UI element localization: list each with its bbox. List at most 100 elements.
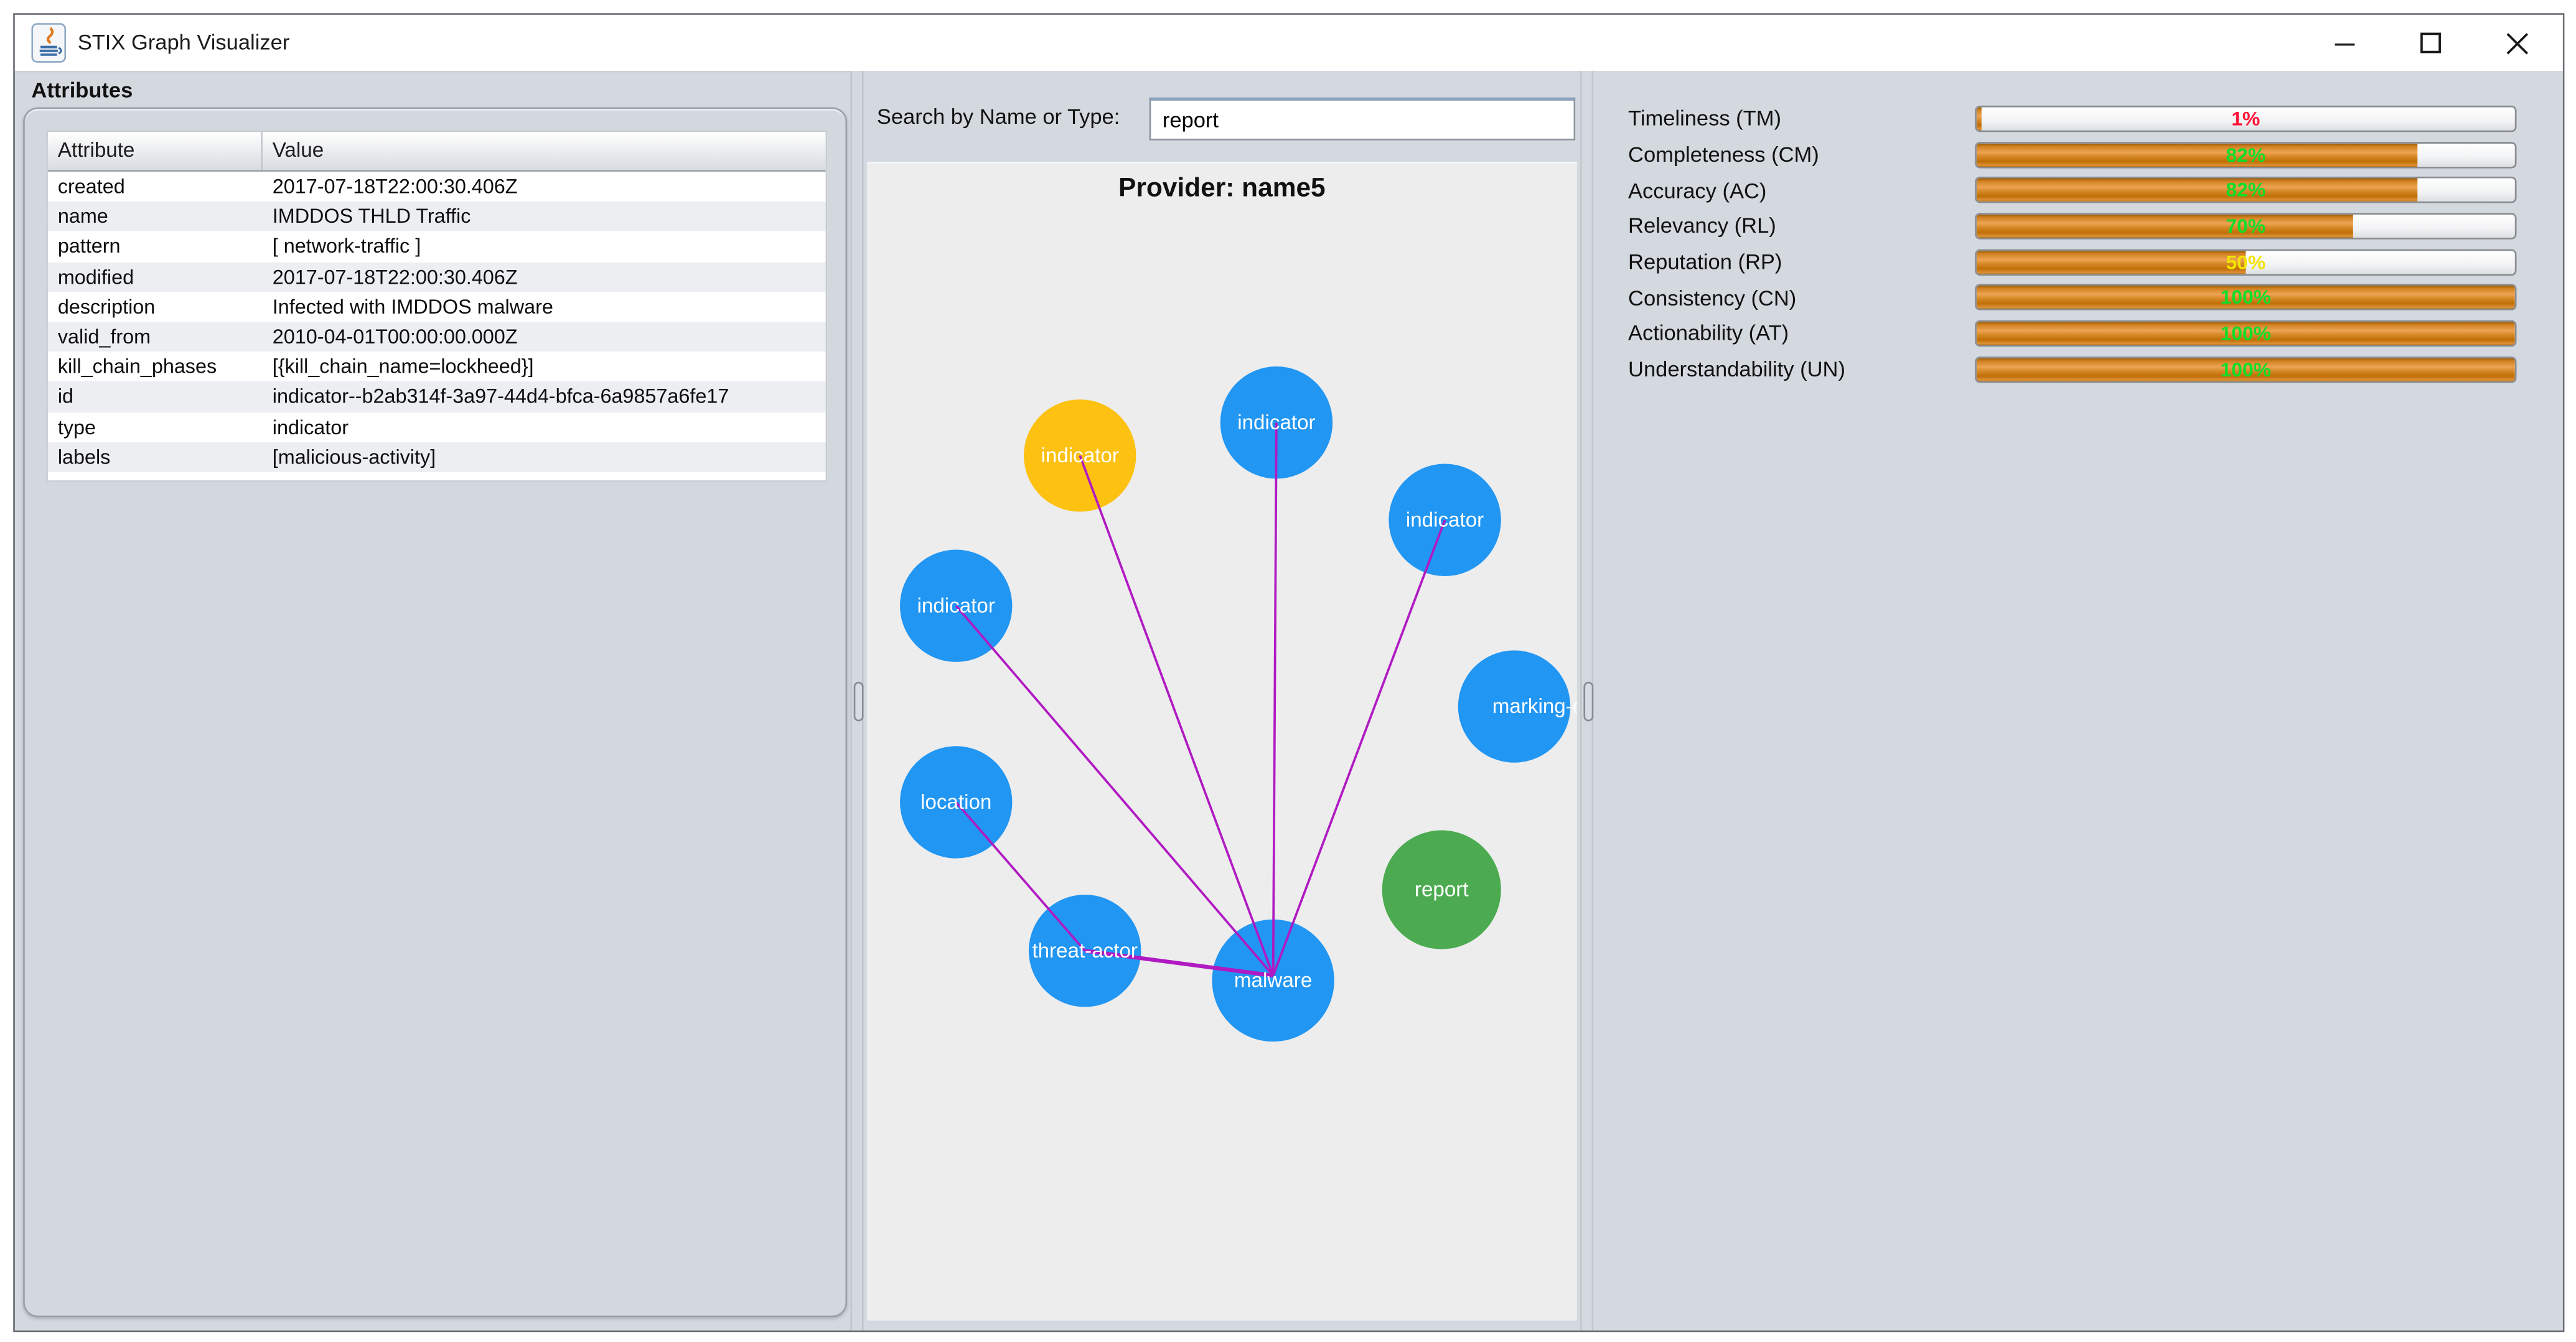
metric-progress-fill — [1976, 286, 2515, 309]
value-cell: 2017-07-18T22:00:30.406Z — [272, 175, 518, 198]
value-cell: [ network-traffic ] — [272, 235, 421, 258]
graph-node-label: report — [1414, 878, 1469, 902]
attribute-cell: pattern — [57, 235, 121, 258]
metric-progress-bar: 1% — [1975, 105, 2517, 132]
attributes-table-header: Attribute Value — [47, 132, 826, 172]
metric-percent-text: 82% — [2226, 142, 2266, 166]
graph-node-label: location — [920, 790, 992, 814]
metric-percent-text: 82% — [2226, 179, 2266, 202]
split-divider-left[interactable] — [850, 71, 864, 1331]
split-divider-right[interactable] — [1580, 71, 1594, 1331]
split-divider-handle[interactable] — [853, 681, 864, 722]
metric-label: Reputation (RP) — [1628, 249, 1782, 274]
attribute-cell: name — [57, 205, 108, 228]
table-row[interactable]: pattern [ network-traffic ] — [47, 231, 826, 262]
metric-row: Accuracy (AC)82% — [1593, 172, 2562, 208]
metric-row: Understandability (UN) 100% — [1593, 352, 2562, 388]
attribute-cell: id — [57, 385, 74, 409]
value-cell: 2017-07-18T22:00:30.406Z — [272, 265, 518, 289]
title-bar: STIX Graph Visualizer — [14, 14, 2563, 73]
table-row[interactable]: id indicator--b2ab314f-3a97-44d4-bfca-6a9… — [47, 381, 826, 412]
table-row[interactable]: labels [malicious-activity] — [47, 442, 826, 472]
metric-row: Completeness (CM) 82% — [1593, 136, 2562, 172]
table-row[interactable]: kill_chain_phases [{kill_chain_name=lockh… — [47, 352, 826, 382]
graph-node-marking[interactable] — [1458, 650, 1571, 763]
graph-node-label: indicator — [1041, 444, 1119, 467]
main-content: Attributes Attribute Value created 2017-0… — [15, 71, 2563, 1331]
metric-progress-fill — [1976, 322, 2515, 345]
metric-percent-text: 50% — [2226, 250, 2266, 274]
graph-node-label: marking-de — [1492, 694, 1577, 719]
close-icon — [2506, 32, 2527, 54]
metric-row: Timeliness (TM) 1% — [1593, 101, 2562, 137]
metric-progress-fill — [1976, 357, 2515, 381]
attribute-cell: kill_chain_phases — [57, 355, 217, 378]
maximize-button[interactable] — [2388, 15, 2474, 71]
graph-edge-indicator-amber-to-malware — [1079, 455, 1275, 976]
app-window: STIX Graph Visualizer — [13, 13, 2565, 1333]
search-label: Search by Name or Type: — [876, 104, 1120, 129]
metric-percent-text: 100% — [2220, 322, 2272, 345]
attributes-panel-title: Attributes — [31, 77, 133, 103]
metric-row: Relevancy (RL) 70% — [1593, 208, 2562, 244]
metric-percent-text: 100% — [2220, 357, 2272, 381]
table-row[interactable]: modified 2017-07-18T22:00:30.406Z — [47, 261, 826, 292]
value-cell: [{kill_chain_name=lockheed}] — [272, 355, 534, 378]
metric-percent-text: 70% — [2226, 214, 2266, 238]
java-app-icon — [31, 23, 67, 63]
metric-progress-bar: 82% — [1975, 141, 2517, 168]
metric-row: Actionability (AT)100% — [1593, 315, 2562, 352]
metric-progress-bar: 50% — [1975, 248, 2517, 276]
search-input[interactable] — [1149, 97, 1576, 141]
attribute-cell: created — [57, 175, 125, 198]
attributes-panel: Attributes Attribute Value created 2017-0… — [15, 71, 851, 1330]
metric-percent-text: 1% — [2231, 107, 2260, 131]
metric-progress-fill — [1976, 250, 2246, 274]
table-row[interactable]: valid_from 2010-04-01T00:00:00.000Z — [47, 322, 826, 352]
metric-progress-fill — [1976, 107, 1982, 131]
close-button[interactable] — [2473, 15, 2559, 71]
metric-progress-bar: 100% — [1975, 284, 2517, 311]
value-cell: [malicious-activity] — [272, 445, 436, 468]
metric-progress-fill — [1976, 179, 2419, 202]
value-cell: indicator — [272, 415, 349, 439]
graph-node-label: malware — [1234, 969, 1313, 992]
metric-progress-fill — [1976, 214, 2354, 238]
table-row[interactable]: name IMDDOS THLD Traffic — [47, 202, 826, 232]
graph-edge-indicator-top-to-malware — [1272, 422, 1278, 976]
metric-label: Relevancy (RL) — [1628, 213, 1776, 239]
column-header-attribute[interactable]: Attribute — [48, 132, 263, 170]
metric-row: Consistency (CN)100% — [1593, 280, 2562, 316]
maximize-icon — [2420, 32, 2441, 54]
table-row[interactable]: created 2017-07-18T22:00:30.406Z — [47, 171, 826, 202]
metrics-panel: Timeliness (TM)1%Completeness (CM)82%Acc… — [1593, 71, 2563, 1331]
attribute-cell: labels — [57, 445, 111, 468]
attribute-cell: modified — [57, 265, 134, 289]
value-cell: 2010-04-01T00:00:00.000Z — [272, 325, 518, 348]
metric-label: Completeness (CM) — [1628, 142, 1819, 167]
attribute-cell: description — [57, 295, 156, 319]
graph-node-label: threat-actor — [1032, 939, 1138, 962]
column-header-value[interactable]: Value — [272, 138, 324, 162]
window-title: STIX Graph Visualizer — [77, 29, 290, 55]
attributes-table-body: created 2017-07-18T22:00:30.406Z name IMDDO… — [47, 171, 826, 472]
metric-progress-bar: 100% — [1975, 356, 2517, 383]
value-cell: indicator--b2ab314f-3a97-44d4-bfca-6a985… — [272, 385, 729, 409]
split-divider-handle[interactable] — [1583, 681, 1594, 722]
minimize-button[interactable] — [2302, 15, 2388, 71]
attributes-table: Attribute Value created 2017-07-18T22:00:… — [46, 130, 828, 482]
metric-progress-bar: 70% — [1975, 213, 2517, 240]
minimize-icon — [2335, 43, 2355, 46]
metric-progress-bar: 100% — [1975, 320, 2517, 347]
value-cell: IMDDOS THLD Traffic — [272, 205, 471, 228]
attributes-container: Attribute Value created 2017-07-18T22:00:… — [23, 107, 848, 1318]
attribute-cell: valid_from — [57, 325, 151, 348]
metric-label: Timeliness (TM) — [1628, 106, 1781, 131]
metric-progress-bar: 82% — [1975, 177, 2517, 203]
graph-node-label: indicator — [1237, 411, 1316, 434]
metric-label: Understandability (UN) — [1628, 356, 1845, 382]
